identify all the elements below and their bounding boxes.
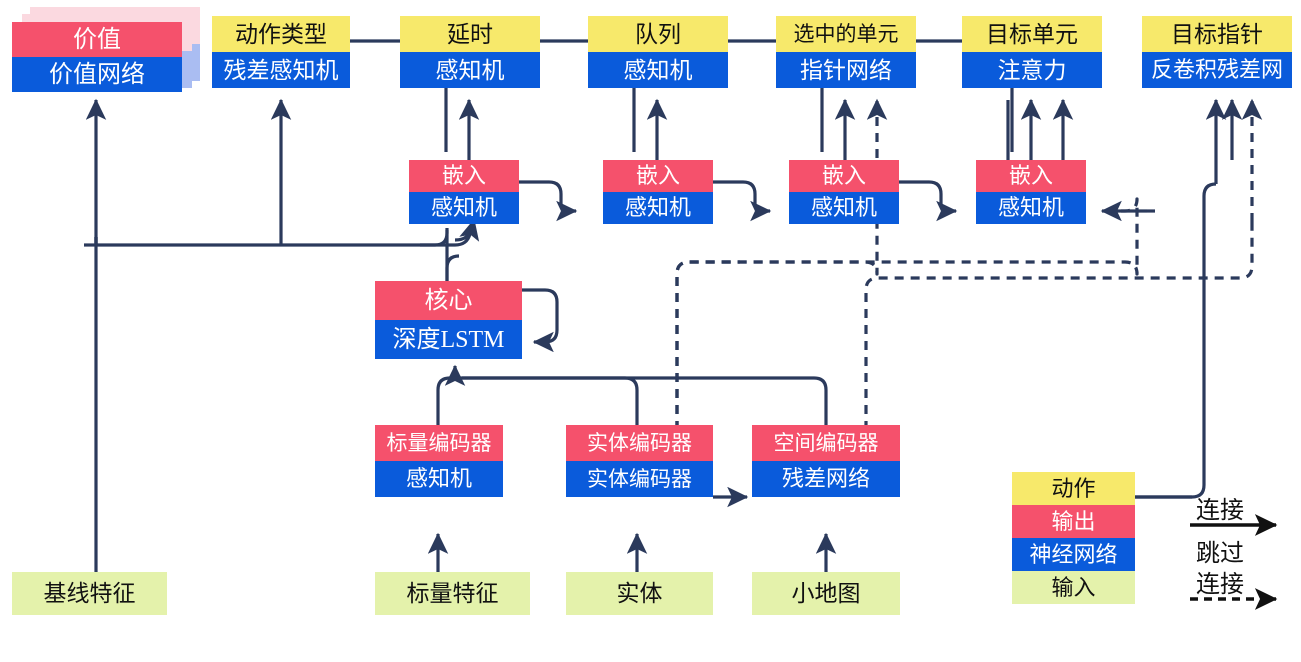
encoder-entity[interactable]: 实体编码器 实体编码器	[566, 425, 713, 497]
encoder-spatial[interactable]: 空间编码器 残差网络	[752, 425, 900, 497]
legend-swatches: 动作 输出 神经网络 输入	[1012, 472, 1135, 604]
encoder-scalar-network-label: 感知机	[375, 461, 503, 497]
head-delay-label: 延时	[400, 16, 540, 52]
head-target-pointer[interactable]: 目标指针 反卷积残差网	[1142, 16, 1292, 88]
head-target-unit-network-label: 注意力	[962, 52, 1102, 88]
head-queue-network-label: 感知机	[588, 52, 728, 88]
embed-4-output-label: 嵌入	[976, 160, 1086, 192]
embed-2-network-label: 感知机	[603, 192, 713, 224]
core-network-label: 深度LSTM	[375, 320, 522, 359]
head-target-pointer-network-label: 反卷积残差网	[1142, 52, 1292, 88]
encoder-scalar[interactable]: 标量编码器 感知机	[375, 425, 503, 497]
embed-1[interactable]: 嵌入 感知机	[409, 160, 519, 224]
core-output-label: 核心	[375, 281, 522, 320]
head-delay-network-label: 感知机	[400, 52, 540, 88]
legend-skip-label-line2: 连接	[1196, 572, 1244, 598]
head-value-output-label: 价值	[12, 22, 182, 57]
head-queue[interactable]: 队列 感知机	[588, 16, 728, 88]
head-queue-label: 队列	[588, 16, 728, 52]
head-delay[interactable]: 延时 感知机	[400, 16, 540, 88]
embed-4[interactable]: 嵌入 感知机	[976, 160, 1086, 224]
legend-output-label: 输出	[1012, 505, 1135, 538]
embed-4-network-label: 感知机	[976, 192, 1086, 224]
legend-network-label: 神经网络	[1012, 538, 1135, 571]
encoder-spatial-output-label: 空间编码器	[752, 425, 900, 461]
core-lstm[interactable]: 核心 深度LSTM	[375, 281, 522, 359]
input-entities[interactable]: 实体	[566, 572, 713, 615]
embed-3-network-label: 感知机	[789, 192, 899, 224]
head-action-type-label: 动作类型	[212, 16, 350, 52]
encoder-entity-output-label: 实体编码器	[566, 425, 713, 461]
legend-input-label: 输入	[1012, 571, 1135, 604]
head-selected-units-network-label: 指针网络	[776, 52, 916, 88]
embed-2-output-label: 嵌入	[603, 160, 713, 192]
embed-1-network-label: 感知机	[409, 192, 519, 224]
head-selected-units-label: 选中的单元	[776, 16, 916, 52]
encoder-scalar-output-label: 标量编码器	[375, 425, 503, 461]
legend-connection-label: 连接	[1196, 498, 1244, 524]
head-value[interactable]: 价值 价值网络	[12, 22, 182, 92]
head-target-pointer-label: 目标指针	[1142, 16, 1292, 52]
legend-skip-label-line1: 跳过	[1196, 541, 1244, 567]
head-action-type-network-label: 残差感知机	[212, 52, 350, 88]
input-minimap[interactable]: 小地图	[752, 572, 900, 615]
head-selected-units[interactable]: 选中的单元 指针网络	[776, 16, 916, 88]
embed-1-output-label: 嵌入	[409, 160, 519, 192]
embed-3[interactable]: 嵌入 感知机	[789, 160, 899, 224]
input-baseline-features[interactable]: 基线特征	[12, 572, 167, 615]
input-scalar-features[interactable]: 标量特征	[375, 572, 530, 615]
encoder-entity-network-label: 实体编码器	[566, 461, 713, 497]
legend-action-label: 动作	[1012, 472, 1135, 505]
encoder-spatial-network-label: 残差网络	[752, 461, 900, 497]
head-action-type[interactable]: 动作类型 残差感知机	[212, 16, 350, 88]
head-target-unit[interactable]: 目标单元 注意力	[962, 16, 1102, 88]
embed-3-output-label: 嵌入	[789, 160, 899, 192]
embed-2[interactable]: 嵌入 感知机	[603, 160, 713, 224]
head-value-network-label: 价值网络	[12, 57, 182, 92]
head-target-unit-label: 目标单元	[962, 16, 1102, 52]
